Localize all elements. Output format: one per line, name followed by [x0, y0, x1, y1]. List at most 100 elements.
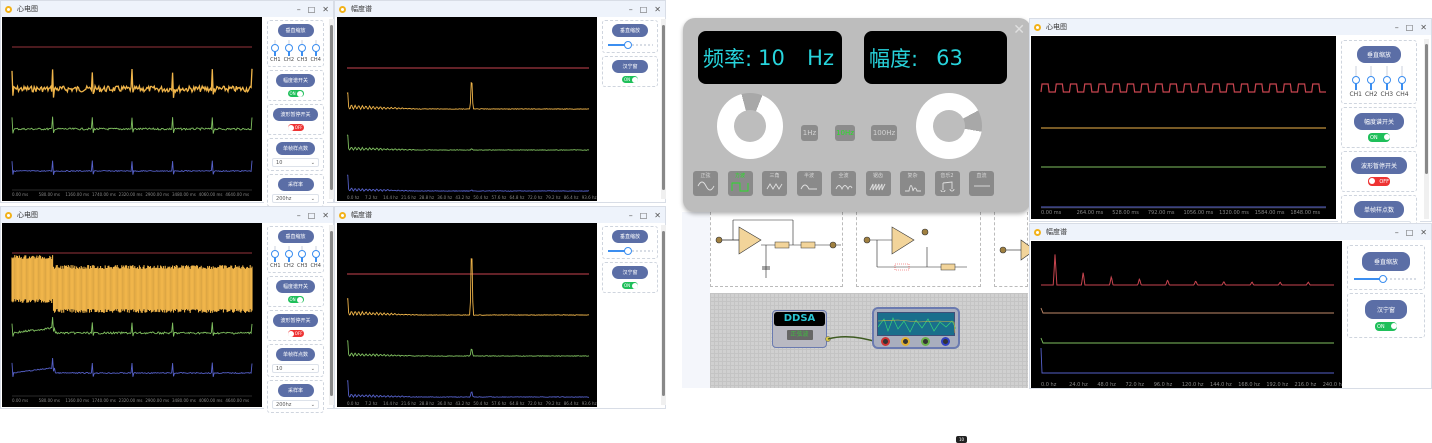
slider-track[interactable]: [284, 246, 293, 262]
oscilloscope-component[interactable]: [872, 307, 960, 349]
channel-slider-ch1[interactable]: CH1: [270, 40, 281, 63]
frame-points-select[interactable]: 10⌄: [272, 158, 319, 167]
minimize-button[interactable]: –: [1394, 227, 1399, 237]
channel-2-jack[interactable]: [901, 337, 910, 346]
slider-knob[interactable]: [271, 44, 280, 52]
range-button-1hz[interactable]: 1Hz: [801, 125, 818, 141]
frame-points-button[interactable]: 单帧样点数: [1353, 201, 1404, 218]
spectrum-switch-button[interactable]: 幅度谱开关: [275, 74, 315, 87]
pause-switch-button[interactable]: 波形暂停开关: [1350, 157, 1407, 174]
minimize-button[interactable]: –: [628, 4, 633, 14]
slider-track[interactable]: [1351, 66, 1360, 90]
maximize-button[interactable]: □: [307, 4, 316, 14]
maximize-button[interactable]: □: [639, 4, 648, 14]
channel-4-jack[interactable]: [941, 337, 950, 346]
slider-track[interactable]: [1382, 66, 1391, 90]
spectrum-toggle[interactable]: ON: [287, 90, 304, 97]
slider-knob[interactable]: [1351, 76, 1360, 84]
close-button[interactable]: ✕: [1420, 227, 1427, 237]
ddsa-component[interactable]: DDSA 正弦波: [772, 310, 827, 348]
close-button[interactable]: ✕: [1420, 22, 1427, 32]
close-icon[interactable]: ✕: [1013, 22, 1025, 38]
vertical-zoom-slider[interactable]: [607, 41, 653, 49]
slider-track[interactable]: [298, 40, 307, 56]
pause-switch-button[interactable]: 波形暂停开关: [273, 314, 318, 327]
slider-knob[interactable]: [1367, 76, 1376, 84]
vertical-zoom-button[interactable]: 垂直缩放: [1361, 252, 1410, 271]
close-button[interactable]: ✕: [654, 4, 661, 14]
slider-track[interactable]: [298, 246, 307, 262]
waveform-button-triangle-wave[interactable]: 三角: [762, 171, 787, 196]
pause-toggle[interactable]: OFF: [287, 124, 304, 131]
slider-knob[interactable]: [271, 250, 280, 258]
hanning-toggle[interactable]: ON: [1375, 322, 1397, 331]
sample-rate-button[interactable]: 采样率: [277, 384, 314, 397]
slider-knob[interactable]: [311, 250, 320, 258]
hanning-window-button[interactable]: 汉宁窗: [612, 266, 648, 279]
amplitude-knob[interactable]: [916, 93, 982, 159]
frame-points-select[interactable]: 10⌄: [272, 364, 319, 373]
pause-toggle[interactable]: OFF: [287, 330, 304, 337]
waveform-button-music-note[interactable]: 音乐2: [934, 171, 960, 196]
scrollbar[interactable]: [329, 19, 334, 199]
maximize-button[interactable]: □: [1405, 22, 1414, 32]
slider-knob[interactable]: [623, 247, 632, 255]
minimize-button[interactable]: –: [628, 210, 633, 220]
sample-rate-button[interactable]: 采样率: [277, 178, 314, 191]
waveform-button-square-wave[interactable]: 方波: [727, 171, 753, 196]
slider-track[interactable]: [284, 40, 293, 56]
scrollbar[interactable]: [329, 225, 334, 405]
slider-knob[interactable]: [284, 250, 293, 258]
hanning-window-button[interactable]: 汉宁窗: [1364, 300, 1407, 319]
slider-track[interactable]: [311, 40, 320, 56]
hanning-toggle[interactable]: ON: [622, 76, 638, 83]
channel-slider-ch3[interactable]: CH3: [1381, 66, 1393, 98]
spectrum-switch-button[interactable]: 幅度谱开关: [275, 280, 315, 293]
slider-track[interactable]: [1398, 66, 1407, 90]
vertical-zoom-button[interactable]: 垂直缩放: [612, 230, 648, 243]
spectrum-toggle[interactable]: ON: [287, 296, 304, 303]
minimize-button[interactable]: –: [296, 210, 301, 220]
channel-3-jack[interactable]: [921, 337, 930, 346]
frame-points-button[interactable]: 单帧样点数: [275, 142, 315, 155]
waveform-button-half-wave[interactable]: 半波: [796, 171, 822, 196]
channel-slider-ch4[interactable]: CH4: [310, 246, 321, 269]
vertical-zoom-button[interactable]: 垂直缩放: [277, 230, 314, 243]
slider-knob[interactable]: [284, 44, 293, 52]
slider-knob[interactable]: [298, 250, 307, 258]
channel-1-jack[interactable]: [881, 337, 890, 346]
spectrum-toggle[interactable]: ON: [1368, 133, 1390, 142]
maximize-button[interactable]: □: [307, 210, 316, 220]
frame-points-button[interactable]: 单帧样点数: [275, 348, 315, 361]
channel-slider-ch2[interactable]: CH2: [284, 246, 294, 269]
channel-slider-ch4[interactable]: CH4: [310, 40, 321, 63]
minimize-button[interactable]: –: [1394, 22, 1399, 32]
scrollbar[interactable]: [1424, 39, 1429, 219]
close-button[interactable]: ✕: [322, 4, 329, 14]
sample-rate-select[interactable]: 200hz⌄: [272, 194, 319, 203]
vertical-zoom-button[interactable]: 垂直缩放: [612, 24, 648, 37]
pause-toggle[interactable]: OFF: [1368, 177, 1390, 186]
scrollbar[interactable]: [661, 225, 666, 405]
waveform-button-sine-wave[interactable]: 正弦: [693, 171, 718, 196]
slider-track[interactable]: [1367, 66, 1376, 90]
minimize-button[interactable]: –: [296, 4, 301, 14]
pause-switch-button[interactable]: 波形暂停开关: [273, 108, 318, 121]
channel-slider-ch3[interactable]: CH3: [297, 246, 307, 269]
slider-track[interactable]: [311, 246, 320, 262]
hanning-window-button[interactable]: 汉宁窗: [612, 60, 648, 73]
channel-slider-ch4[interactable]: CH4: [1396, 66, 1409, 98]
waveform-button-full-wave[interactable]: 全波: [831, 171, 856, 196]
close-button[interactable]: ✕: [322, 210, 329, 220]
sample-rate-select[interactable]: 200hz⌄: [272, 400, 319, 409]
channel-slider-ch2[interactable]: CH2: [284, 40, 294, 63]
waveform-button-complex-wave[interactable]: 复杂: [900, 171, 925, 196]
spectrum-switch-button[interactable]: 幅度谱开关: [1353, 113, 1404, 130]
waveform-button-sawtooth-wave[interactable]: 锯齿: [865, 171, 891, 196]
vertical-zoom-slider[interactable]: [607, 247, 653, 255]
scrollbar[interactable]: [661, 19, 666, 199]
channel-slider-ch2[interactable]: CH2: [1365, 66, 1378, 98]
vertical-zoom-button[interactable]: 垂直缩放: [1356, 46, 1401, 63]
channel-slider-ch1[interactable]: CH1: [1349, 66, 1362, 98]
vertical-zoom-button[interactable]: 垂直缩放: [277, 24, 314, 37]
